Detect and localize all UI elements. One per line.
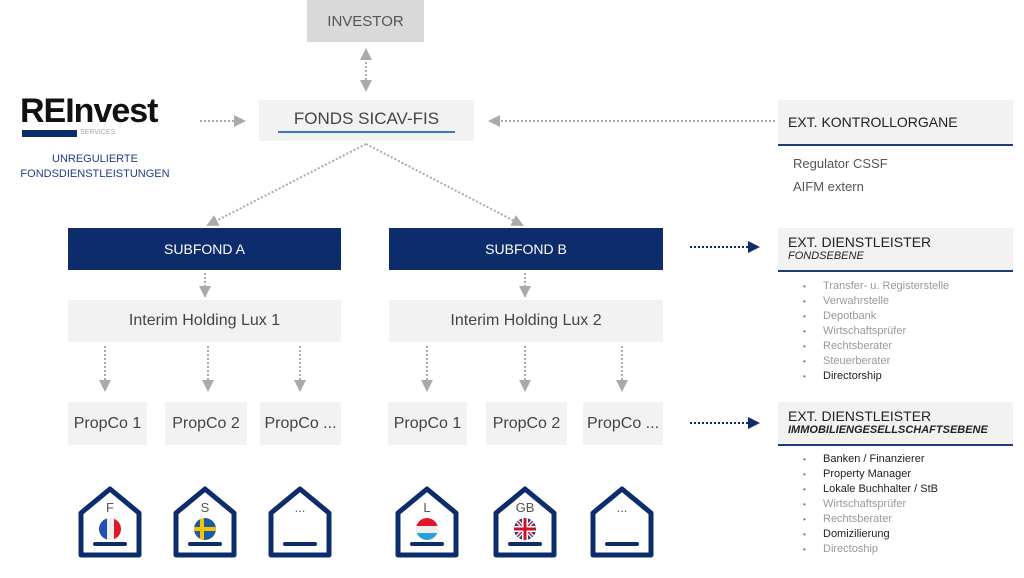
- unregulated-label: UNREGULIERTE FONDSDIENSTLEISTUNGEN: [14, 152, 176, 182]
- propco-box: PropCo 2: [165, 402, 247, 445]
- unreg-line-1: UNREGULIERTE: [52, 153, 138, 165]
- list-item: Directoship: [803, 542, 938, 557]
- interim-holding-1: Interim Holding Lux 1: [68, 300, 341, 342]
- house-label: ...: [294, 500, 306, 515]
- list-item: Rechtsberater: [803, 339, 949, 354]
- list-item: Directorship: [803, 369, 949, 384]
- list-item: Rechtsberater: [803, 512, 938, 527]
- kontroll-item: Regulator CSSF: [793, 156, 888, 171]
- house-icon-other: ...: [267, 485, 333, 561]
- logo: REInvest: [20, 92, 158, 130]
- subfond-b: SUBFOND B: [389, 228, 663, 270]
- propco-box: PropCo ...: [583, 402, 663, 445]
- list-item: Verwahrstelle: [803, 294, 949, 309]
- list-item: Banken / Finanzierer: [803, 452, 938, 467]
- ext-immo-header: EXT. DIENSTLEISTER IMMOBILIENGESELLSCHAF…: [778, 402, 1013, 446]
- ext-fondsebene-header: EXT. DIENSTLEISTER FONDSEBENE: [778, 228, 1013, 272]
- immo-title: EXT. DIENSTLEISTER: [788, 408, 932, 424]
- kontroll-item: AIFM extern: [793, 179, 864, 194]
- house-label: F: [106, 500, 114, 515]
- propco-box: PropCo ...: [260, 402, 341, 445]
- house-icon-luxembourg: L: [394, 485, 460, 561]
- ext-kontrollorgane-header: EXT. KONTROLLORGANE: [778, 100, 1013, 146]
- investor-box: INVESTOR: [307, 0, 424, 42]
- house-icon-france: F: [77, 485, 143, 561]
- propco-box: PropCo 1: [68, 402, 147, 445]
- list-item: Lokale Buchhalter / StB: [803, 482, 938, 497]
- immo-subtitle: IMMOBILIENGESELLSCHAFTSEBENE: [788, 424, 988, 436]
- house-icon-other: ...: [589, 485, 655, 561]
- propco-box: PropCo 1: [388, 402, 467, 445]
- list-item: Wirtschaftsprüfer: [803, 497, 938, 512]
- list-item: Property Manager: [803, 467, 938, 482]
- house-icon-sweden: S: [172, 485, 238, 561]
- house-label: GB: [515, 500, 535, 515]
- interim-holding-2: Interim Holding Lux 2: [389, 300, 663, 342]
- subfond-a: SUBFOND A: [68, 228, 341, 270]
- list-item: Steuerberater: [803, 354, 949, 369]
- propco-box: PropCo 2: [486, 402, 567, 445]
- house-icon-uk: GB: [492, 485, 558, 561]
- fondsebene-title: EXT. DIENSTLEISTER: [788, 234, 932, 250]
- list-item: Wirtschaftsprüfer: [803, 324, 949, 339]
- house-label: S: [200, 500, 210, 515]
- logo-bar: [22, 130, 77, 137]
- list-item: Depotbank: [803, 309, 949, 324]
- logo-sub: SERVICES: [80, 129, 116, 136]
- list-item: Domizilierung: [803, 527, 938, 542]
- fonds-box: FONDS SICAV-FIS: [259, 100, 474, 141]
- kontroll-title: EXT. KONTROLLORGANE: [788, 114, 958, 130]
- immo-list: Banken / Finanzierer Property Manager Lo…: [803, 452, 938, 557]
- kontroll-list: Regulator CSSF AIFM extern: [793, 152, 888, 198]
- house-label: ...: [616, 500, 628, 515]
- fonds-label: FONDS SICAV-FIS: [277, 109, 456, 133]
- unreg-line-2: FONDSDIENSTLEISTUNGEN: [20, 168, 170, 180]
- house-label: L: [423, 500, 431, 515]
- fondsebene-subtitle: FONDSEBENE: [788, 250, 864, 262]
- list-item: Transfer- u. Registerstelle: [803, 279, 949, 294]
- fondsebene-list: Transfer- u. Registerstelle Verwahrstell…: [803, 279, 949, 384]
